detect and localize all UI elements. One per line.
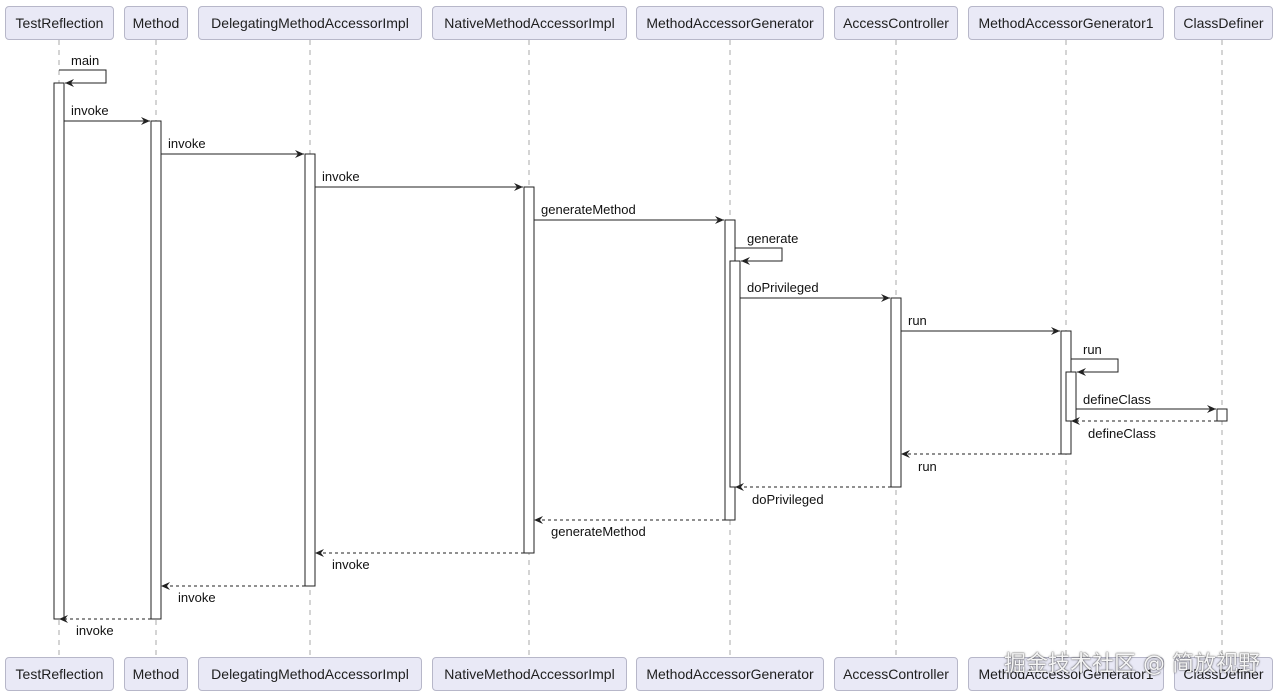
message-1-invoke-label: invoke [71, 103, 109, 118]
participant-generator1-bottom: MethodAccessorGenerator1 [968, 657, 1164, 691]
activation-native [523, 186, 535, 554]
participant-generator1-top: MethodAccessorGenerator1 [968, 6, 1164, 40]
participant-native-top: NativeMethodAccessorImpl [432, 6, 627, 40]
participant-delegating-top: DelegatingMethodAccessorImpl [198, 6, 422, 40]
message-15-invoke-label: invoke [178, 590, 216, 605]
message-13-generatemethod-label: generateMethod [551, 524, 646, 539]
message-0-main-arrow [59, 69, 107, 87]
participant-accesscontroller-top: AccessController [834, 6, 958, 40]
activation-method [150, 120, 162, 620]
activation-testreflection [53, 82, 65, 620]
participant-testreflection-top: TestReflection [5, 6, 114, 40]
message-0-main-label: main [71, 53, 100, 68]
message-7-run-label: run [908, 313, 927, 328]
message-14-invoke-label: invoke [332, 557, 370, 572]
message-3-invoke-label: invoke [322, 169, 360, 184]
watermark: 掘金技术社区 @ 简放视野 [1004, 652, 1260, 677]
participant-accesscontroller-bottom: AccessController [834, 657, 958, 691]
participant-classdefiner-top: ClassDefiner [1174, 6, 1273, 40]
message-6-doprivileged-label: doPrivileged [747, 280, 819, 295]
message-4-generatemethod-label: generateMethod [541, 202, 636, 217]
message-11-run-label: run [918, 459, 937, 474]
message-10-defineclass-label: defineClass [1088, 426, 1156, 441]
participant-generator-bottom: MethodAccessorGenerator [636, 657, 824, 691]
message-2-invoke-label: invoke [168, 136, 206, 151]
activation-generator1-run [1065, 371, 1077, 422]
message-9-defineclass-label: defineClass [1083, 392, 1151, 407]
participant-method-top: Method [124, 6, 188, 40]
message-5-generate-arrow [735, 247, 783, 265]
participant-classdefiner-bottom: ClassDefiner [1174, 657, 1273, 691]
activation-classdefiner [1216, 408, 1228, 422]
message-5-generate-label: generate [747, 231, 799, 246]
message-12-doprivileged-label: doPrivileged [752, 492, 824, 507]
activation-delegating [304, 153, 316, 587]
participant-delegating-bottom: DelegatingMethodAccessorImpl [198, 657, 422, 691]
participant-method-bottom: Method [124, 657, 188, 691]
activation-accesscontroller [890, 297, 902, 488]
message-8-run-arrow [1071, 358, 1119, 376]
message-16-invoke-label: invoke [76, 623, 114, 638]
participant-testreflection-bottom: TestReflection [5, 657, 114, 691]
participant-generator-top: MethodAccessorGenerator [636, 6, 824, 40]
activation-generator-generate [729, 260, 741, 488]
message-8-run-label: run [1083, 342, 1102, 357]
participant-native-bottom: NativeMethodAccessorImpl [432, 657, 627, 691]
